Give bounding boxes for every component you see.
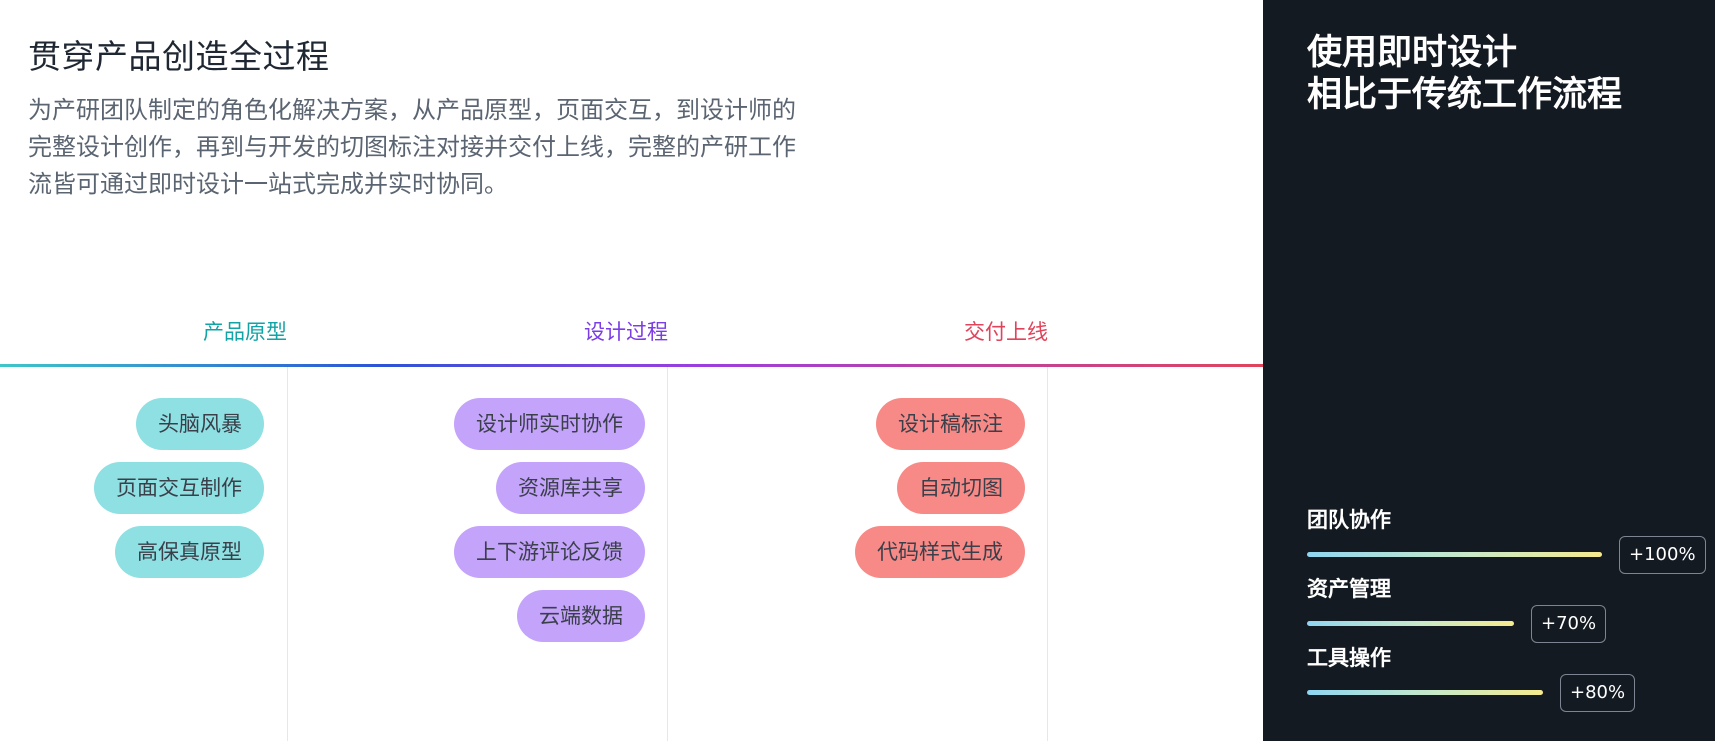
stage-label-prototype: 产品原型 <box>203 320 287 344</box>
comparison-sidebar: 使用即时设计 相比于传统工作流程 团队协作 +100% 资产管理 +70% 工具… <box>1263 0 1715 741</box>
metric-label: 团队协作 <box>1307 508 1391 532</box>
sidebar-title: 使用即时设计 相比于传统工作流程 <box>1307 32 1622 116</box>
page-description: 为产研团队制定的角色化解决方案，从产品原型，页面交互，到设计师的完整设计创作，再… <box>28 96 796 198</box>
feature-pill-auto-slice[interactable]: 自动切图 <box>897 462 1025 514</box>
feature-pill-brainstorm[interactable]: 头脑风暴 <box>136 398 264 450</box>
feature-pill-page-interaction[interactable]: 页面交互制作 <box>94 462 264 514</box>
metric-bar <box>1307 690 1543 695</box>
feature-pill-library-sharing[interactable]: 资源库共享 <box>496 462 645 514</box>
column-divider <box>667 367 668 741</box>
feature-pill-comment-feedback[interactable]: 上下游评论反馈 <box>454 526 645 578</box>
metric-team-collab: 团队协作 +100% <box>1307 504 1707 574</box>
metric-asset-management: 资产管理 +70% <box>1307 573 1707 643</box>
feature-pill-code-style[interactable]: 代码样式生成 <box>855 526 1025 578</box>
sidebar-title-line1: 使用即时设计 <box>1307 33 1518 73</box>
metric-badge: +100% <box>1619 536 1706 574</box>
feature-pill-realtime-collab[interactable]: 设计师实时协作 <box>454 398 645 450</box>
metric-badge: +80% <box>1560 674 1636 712</box>
feature-pill-annotation[interactable]: 设计稿标注 <box>876 398 1025 450</box>
metric-label: 工具操作 <box>1307 646 1391 670</box>
column-divider <box>287 367 288 741</box>
page-title: 贯穿产品创造全过程 <box>28 37 330 76</box>
metric-label: 资产管理 <box>1307 577 1391 601</box>
feature-pill-hifi-prototype[interactable]: 高保真原型 <box>115 526 264 578</box>
metric-tool-operation: 工具操作 +80% <box>1307 642 1707 712</box>
timeline-gradient-line <box>0 364 1263 367</box>
metric-badge: +70% <box>1531 605 1607 643</box>
stage-label-design: 设计过程 <box>584 320 668 344</box>
delivery-feature-list: 设计稿标注 自动切图 代码样式生成 <box>855 398 1025 578</box>
sidebar-title-line2: 相比于传统工作流程 <box>1307 75 1623 115</box>
feature-pill-cloud-data[interactable]: 云端数据 <box>517 590 645 642</box>
prototype-feature-list: 头脑风暴 页面交互制作 高保真原型 <box>94 398 264 578</box>
metric-bar <box>1307 552 1602 557</box>
column-divider <box>1047 367 1048 741</box>
stage-label-delivery: 交付上线 <box>964 320 1048 344</box>
design-feature-list: 设计师实时协作 资源库共享 上下游评论反馈 云端数据 <box>454 398 645 642</box>
metric-bar <box>1307 621 1514 626</box>
